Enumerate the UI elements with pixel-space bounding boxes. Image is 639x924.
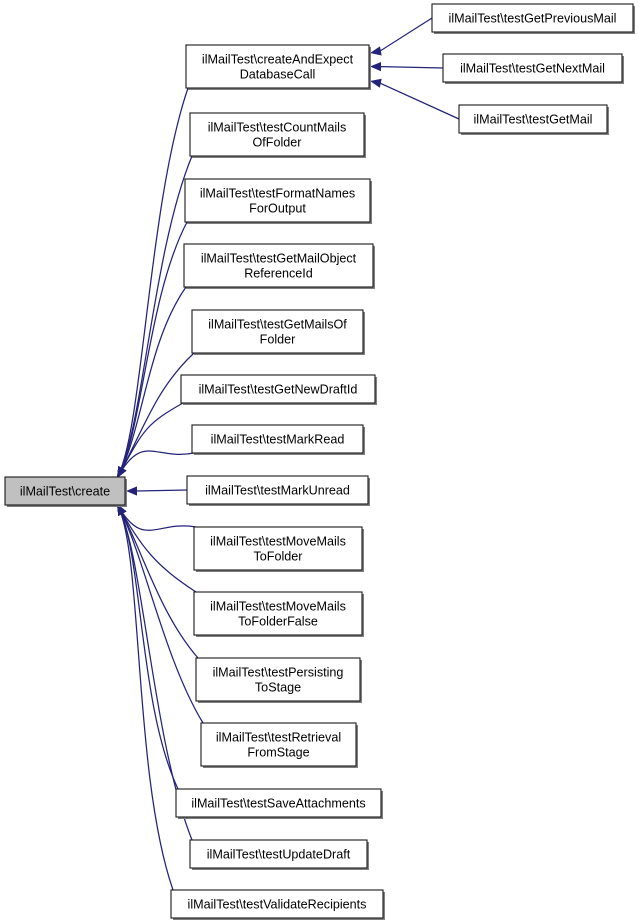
node-box[interactable] bbox=[189, 839, 368, 869]
graph-node-testMarkUnread[interactable]: ilMailTest\testMarkUnread bbox=[186, 475, 370, 506]
node-label: ilMailTest\testGetMailsOf bbox=[208, 317, 347, 331]
graph-node-testGetNewDraftId[interactable]: ilMailTest\testGetNewDraftId bbox=[180, 374, 377, 405]
graph-node-create[interactable]: ilMailTest\create bbox=[4, 476, 127, 507]
node-label: ToStage bbox=[255, 681, 301, 695]
call-edge bbox=[116, 221, 188, 479]
node-box[interactable] bbox=[170, 889, 384, 919]
node-label: ilMailTest\testRetrieval bbox=[216, 730, 341, 744]
node-box[interactable] bbox=[184, 178, 371, 223]
node-label: ToFolderFalse bbox=[238, 615, 318, 629]
node-label: ilMailTest\testFormatNames bbox=[200, 186, 355, 200]
call-edge bbox=[116, 87, 189, 479]
node-label: ToFolder bbox=[254, 550, 303, 564]
node-label: ReferenceId bbox=[244, 267, 313, 281]
node-box[interactable] bbox=[431, 3, 634, 33]
call-edge bbox=[370, 17, 433, 56]
node-box[interactable] bbox=[442, 53, 623, 83]
node-label: ilMailTest\testGetNextMail bbox=[460, 62, 605, 76]
call-edge bbox=[116, 450, 195, 479]
node-label: ilMailTest\create bbox=[20, 485, 110, 499]
node-label: ilMailTest\testGetPreviousMail bbox=[449, 12, 617, 26]
graph-node-testValidateRecipients[interactable]: ilMailTest\testValidateRecipients bbox=[170, 889, 385, 920]
node-box[interactable] bbox=[191, 424, 364, 454]
node-box[interactable] bbox=[193, 591, 363, 636]
call-edge bbox=[116, 503, 204, 724]
graph-node-testMarkRead[interactable]: ilMailTest\testMarkRead bbox=[191, 424, 365, 455]
graph-node-testSaveAttachments[interactable]: ilMailTest\testSaveAttachments bbox=[175, 788, 383, 819]
call-edge bbox=[116, 352, 195, 479]
node-box[interactable] bbox=[191, 309, 364, 354]
node-box[interactable] bbox=[180, 374, 376, 404]
node-label: ilMailTest\testUpdateDraft bbox=[207, 848, 351, 862]
node-label: ilMailTest\testGetNewDraftId bbox=[199, 383, 358, 397]
graph-node-testUpdateDraft[interactable]: ilMailTest\testUpdateDraft bbox=[189, 839, 369, 870]
node-box[interactable] bbox=[186, 475, 369, 505]
graph-node-testGetNextMail[interactable]: ilMailTest\testGetNextMail bbox=[442, 53, 624, 84]
node-box[interactable] bbox=[175, 788, 382, 818]
node-label: ilMailTest\testMoveMails bbox=[210, 534, 346, 548]
node-box[interactable] bbox=[458, 104, 608, 134]
node-label: DatabaseCall bbox=[240, 68, 316, 82]
node-label: ilMailTest\testCountMails bbox=[208, 120, 347, 134]
node-box[interactable] bbox=[189, 112, 365, 157]
node-box[interactable] bbox=[185, 44, 370, 89]
node-label: ilMailTest\testPersisting bbox=[213, 665, 344, 679]
node-label: ForOutput bbox=[249, 202, 306, 216]
node-label: ilMailTest\testSaveAttachments bbox=[191, 797, 365, 811]
node-label: OfFolder bbox=[253, 136, 302, 150]
node-box[interactable] bbox=[4, 476, 126, 506]
call-edge bbox=[126, 486, 188, 496]
node-label: ilMailTest\testGetMailObject bbox=[201, 251, 357, 265]
node-label: ilMailTest\testMoveMails bbox=[210, 599, 346, 613]
call-edge bbox=[370, 78, 460, 120]
node-label: FromStage bbox=[247, 746, 309, 760]
graph-node-testGetPreviousMail[interactable]: ilMailTest\testGetPreviousMail bbox=[431, 3, 635, 34]
node-box[interactable] bbox=[195, 657, 361, 702]
node-box[interactable] bbox=[183, 243, 374, 288]
call-edge bbox=[370, 61, 444, 72]
node-label: ilMailTest\testMarkUnread bbox=[205, 484, 350, 498]
node-label: ilMailTest\testValidateRecipients bbox=[188, 898, 367, 912]
node-label: ilMailTest\testMarkRead bbox=[211, 433, 345, 447]
node-layer: ilMailTest\createAndExpectDatabaseCallil… bbox=[4, 3, 635, 920]
call-edge bbox=[116, 503, 174, 891]
call-edge bbox=[116, 503, 199, 659]
graph-node-testGetMail[interactable]: ilMailTest\testGetMail bbox=[458, 104, 609, 135]
node-label: Folder bbox=[260, 333, 296, 347]
node-box[interactable] bbox=[200, 722, 357, 767]
node-label: ilMailTest\testGetMail bbox=[474, 113, 593, 127]
call-edge bbox=[116, 155, 193, 479]
node-box[interactable] bbox=[193, 526, 363, 571]
node-label: ilMailTest\createAndExpect bbox=[202, 52, 354, 66]
